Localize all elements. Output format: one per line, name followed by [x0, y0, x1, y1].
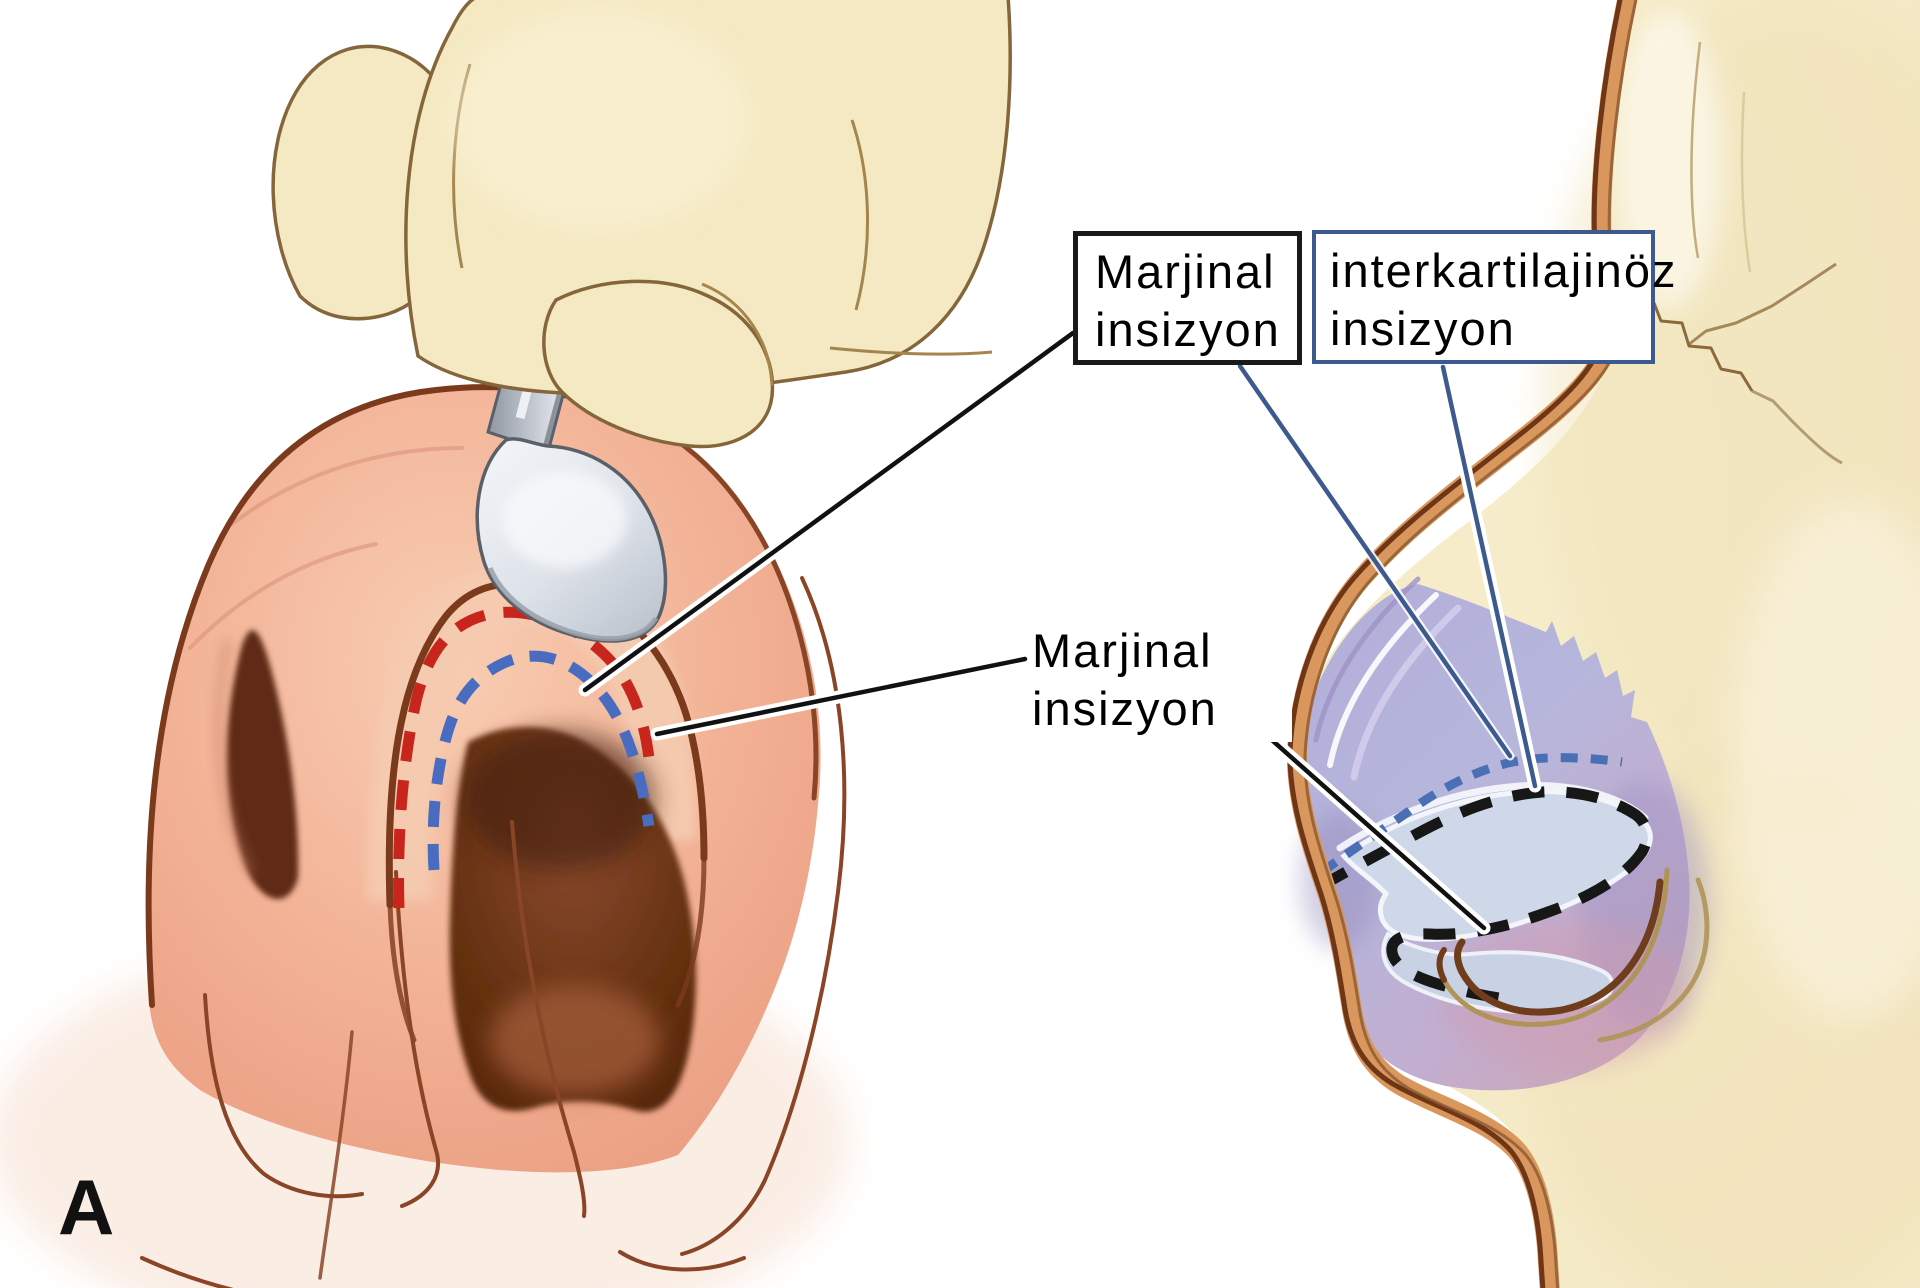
nostril-floor — [490, 985, 660, 1095]
leader-intercartilaginous-box-to-profile-view — [1436, 360, 1542, 793]
leader-marginal-box-to-base-view — [578, 326, 1080, 697]
bone-suture-lines — [1629, 41, 1843, 465]
marginal-incision-label-box: Marjinal insizyon — [1073, 231, 1302, 365]
nostril-rim-curves — [1436, 867, 1710, 1043]
intercartilaginous-incision-dotted-line — [1319, 753, 1623, 876]
glove-highlight — [450, 10, 750, 230]
marginal-incision-blue-dashed-line — [427, 650, 655, 871]
left-nostril-shade — [215, 639, 256, 876]
intercartilaginous-incision-label-line2: insizyon — [1330, 302, 1516, 355]
marginal-incision-label-line2: insizyon — [1095, 303, 1281, 356]
left-nostril-slit — [226, 630, 299, 900]
blade-highlight — [503, 472, 627, 568]
cheek-highlight — [1730, 500, 1920, 1020]
marginal-incision-plain-line1: Marjinal — [1032, 624, 1213, 677]
intercartilaginous-incision-label-box: interkartilajinöz insizyon — [1312, 230, 1678, 364]
panel-letter: A — [58, 1163, 115, 1251]
gloved-hand — [271, 0, 1012, 449]
marginal-incision-black-dashed-line — [1315, 786, 1653, 1005]
leader-marginal-plain-to-profile-view — [1240, 711, 1491, 935]
leader-lines — [578, 326, 1542, 935]
marginal-incision-label-line1: Marjinal — [1095, 245, 1276, 298]
nose-dome-contours — [188, 446, 464, 650]
leader-marginal-plain-to-base-view — [650, 652, 1032, 741]
blade-bottom-edge — [487, 566, 659, 642]
leader-marginal-box-to-profile-view — [1235, 361, 1515, 761]
rim-incision-red-dashed-line — [393, 606, 655, 909]
marginal-incision-plain-label: Marjinal insizyon — [1032, 622, 1292, 742]
marginal-incision-plain-line2: insizyon — [1032, 682, 1218, 735]
gripping-finger — [542, 279, 775, 449]
intercartilaginous-incision-label-line1: interkartilajinöz — [1330, 244, 1678, 297]
base-view — [0, 0, 1012, 1288]
